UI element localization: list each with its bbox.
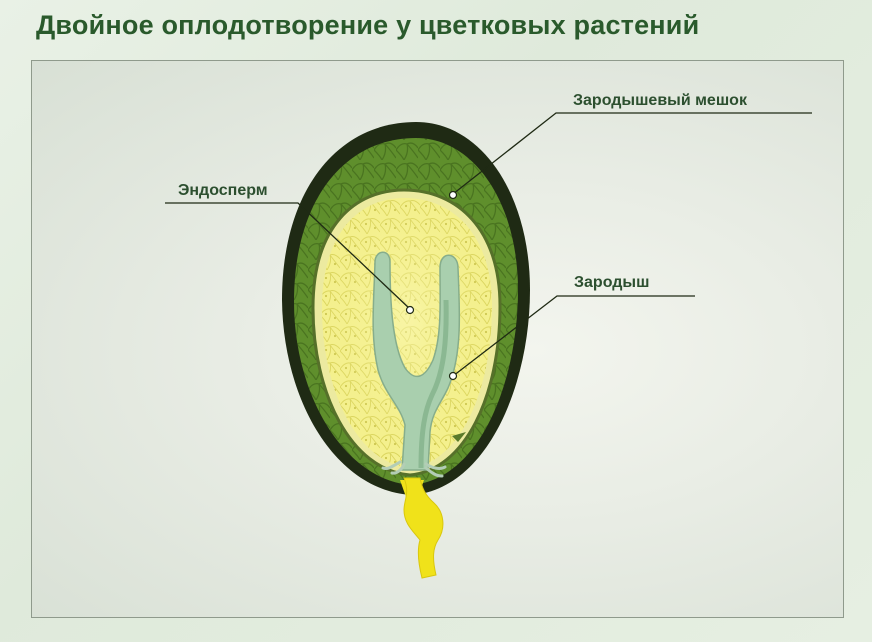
pointer-dot-endosperm — [405, 305, 415, 315]
page-title: Двойное оплодотворение у цветковых расте… — [36, 10, 700, 40]
suspensor-shape — [403, 477, 444, 579]
label-embryo: Зародыш — [574, 274, 650, 291]
leader-line-embryo-sac — [452, 112, 812, 195]
leader-line-endosperm — [165, 202, 411, 310]
label-endosperm: Эндосперм — [178, 182, 268, 199]
leader-line-embryo — [452, 295, 695, 377]
label-embryo-sac: Зародышевый мешок — [573, 92, 747, 109]
pointer-dot-embryo — [448, 371, 458, 381]
pointer-dot-embryo-sac — [448, 190, 458, 200]
